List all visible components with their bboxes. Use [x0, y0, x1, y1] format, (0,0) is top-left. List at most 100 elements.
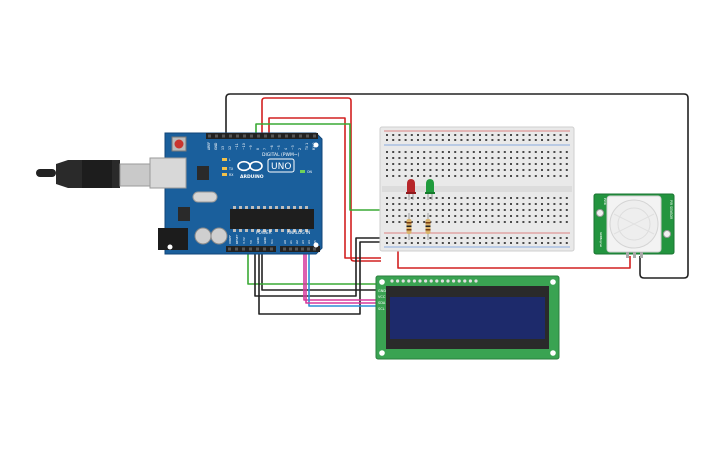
led-red[interactable]: [406, 179, 416, 200]
breadboard-hole: [491, 175, 494, 177]
breadboard-hole: [497, 237, 500, 239]
led-on: [300, 170, 305, 173]
breadboard-hole: [435, 157, 438, 159]
onboard-leds: L TX RX ON: [222, 158, 313, 177]
breadboard-hole: [516, 221, 519, 223]
wire-black-lcd-gnd: [261, 248, 378, 291]
resistor-2[interactable]: [425, 213, 431, 240]
breadboard-hole: [392, 242, 395, 244]
breadboard-hole: [541, 215, 543, 217]
breadboard-hole: [472, 242, 475, 244]
breadboard-hole: [466, 139, 469, 141]
breadboard-hole: [503, 175, 506, 177]
pin-label: AREF: [207, 142, 211, 150]
breadboard-hole: [553, 151, 556, 153]
pir-label: Signal: [599, 238, 603, 247]
breadboard-hole: [417, 215, 419, 217]
analog-header: [280, 246, 320, 252]
lcd-header-pin: [446, 279, 450, 283]
breadboard-hole: [547, 221, 550, 223]
breadboard-hole: [460, 134, 463, 136]
breadboard-hole: [503, 151, 506, 153]
breadboard-hole: [404, 134, 407, 136]
breadboard-hole: [510, 215, 512, 217]
breadboard-hole: [429, 203, 432, 205]
breadboard-hole: [472, 197, 475, 199]
breadboard-hole: [460, 209, 463, 211]
breadboard-hole: [534, 139, 537, 141]
breadboard-hole: [454, 237, 457, 239]
breadboard-hole: [491, 151, 494, 153]
breadboard-hole: [472, 221, 475, 223]
breadboard-hole: [386, 203, 388, 205]
breadboard-hole: [441, 197, 444, 199]
pir-pin: [633, 252, 636, 258]
breadboard-hole: [417, 139, 419, 141]
lcd-header-pin: [396, 279, 400, 283]
digital-header: [206, 133, 318, 139]
led-green[interactable]: [425, 179, 435, 200]
breadboard-hole: [392, 175, 395, 177]
breadboard-hole: [410, 134, 413, 136]
breadboard-hole: [559, 157, 562, 159]
breadboard-hole: [398, 197, 401, 199]
arduino-board: [164, 132, 323, 255]
breadboard-hole: [541, 221, 543, 223]
pir-sensor[interactable]: GND Signal PWR PIR SENSOR: [593, 193, 675, 258]
breadboard-hole: [565, 163, 568, 165]
lcd-display[interactable]: GND VCC SDA SCL: [375, 275, 560, 360]
breadboard-hole: [547, 163, 550, 165]
breadboard-hole: [404, 139, 407, 141]
breadboard-hole: [541, 157, 543, 159]
breadboard-hole: [528, 163, 531, 165]
breadboard-hole: [516, 139, 519, 141]
breadboard-hole: [423, 163, 426, 165]
arduino-brand-text: ARDUINO: [240, 174, 264, 180]
breadboard-hole: [448, 209, 450, 211]
breadboard-hole: [497, 209, 500, 211]
breadboard-hole: [565, 203, 568, 205]
breadboard-hole: [386, 139, 388, 141]
pir-pot-2[interactable]: [663, 230, 671, 238]
breadboard-hole: [429, 215, 432, 217]
pin-label: ~9: [249, 145, 253, 150]
breadboard-hole: [491, 221, 494, 223]
lcd-header-pin: [463, 279, 467, 283]
breadboard-hole: [565, 169, 568, 171]
breadboard-hole: [565, 175, 568, 177]
breadboard-hole: [460, 237, 463, 239]
breadboard-hole: [460, 139, 463, 141]
breadboard-hole: [454, 163, 457, 165]
breadboard-hole: [547, 209, 550, 211]
breadboard-hole: [410, 163, 413, 165]
breadboard-hole: [497, 242, 500, 244]
breadboard-hole: [386, 175, 388, 177]
breadboard-hole: [466, 157, 469, 159]
reset-button-cap[interactable]: [174, 139, 184, 149]
breadboard-hole: [404, 215, 407, 217]
breadboard-hole: [534, 157, 537, 159]
arduino-uno[interactable]: AREF GND 13 12 ~11 ~10 ~9 8 7 ~6 ~5 4 ~3…: [149, 132, 323, 255]
pin-label: 8: [256, 148, 260, 150]
breadboard-hole: [528, 237, 531, 239]
breadboard-hole: [491, 237, 494, 239]
resistor-1[interactable]: [406, 213, 412, 240]
breadboard-hole: [441, 134, 444, 136]
breadboard-hole: [510, 163, 512, 165]
breadboard-hole: [392, 221, 395, 223]
breadboard-hole: [528, 209, 531, 211]
wire-black-bb: [254, 237, 382, 297]
breadboard-hole: [435, 203, 438, 205]
breadboard-hole: [441, 175, 444, 177]
pir-pin: [626, 252, 629, 258]
pir-pot-1[interactable]: [596, 209, 604, 217]
pir-pin: [640, 252, 643, 258]
breadboard-hole: [435, 221, 438, 223]
lcd-pin-labels: GND VCC SDA SCL: [378, 289, 386, 311]
breadboard-hole: [423, 169, 426, 171]
pin-label: 5V: [249, 239, 253, 244]
breadboard-hole: [503, 209, 506, 211]
lcd-header-pin: [412, 279, 416, 283]
breadboard-hole: [510, 209, 512, 211]
breadboard-hole: [417, 169, 419, 171]
